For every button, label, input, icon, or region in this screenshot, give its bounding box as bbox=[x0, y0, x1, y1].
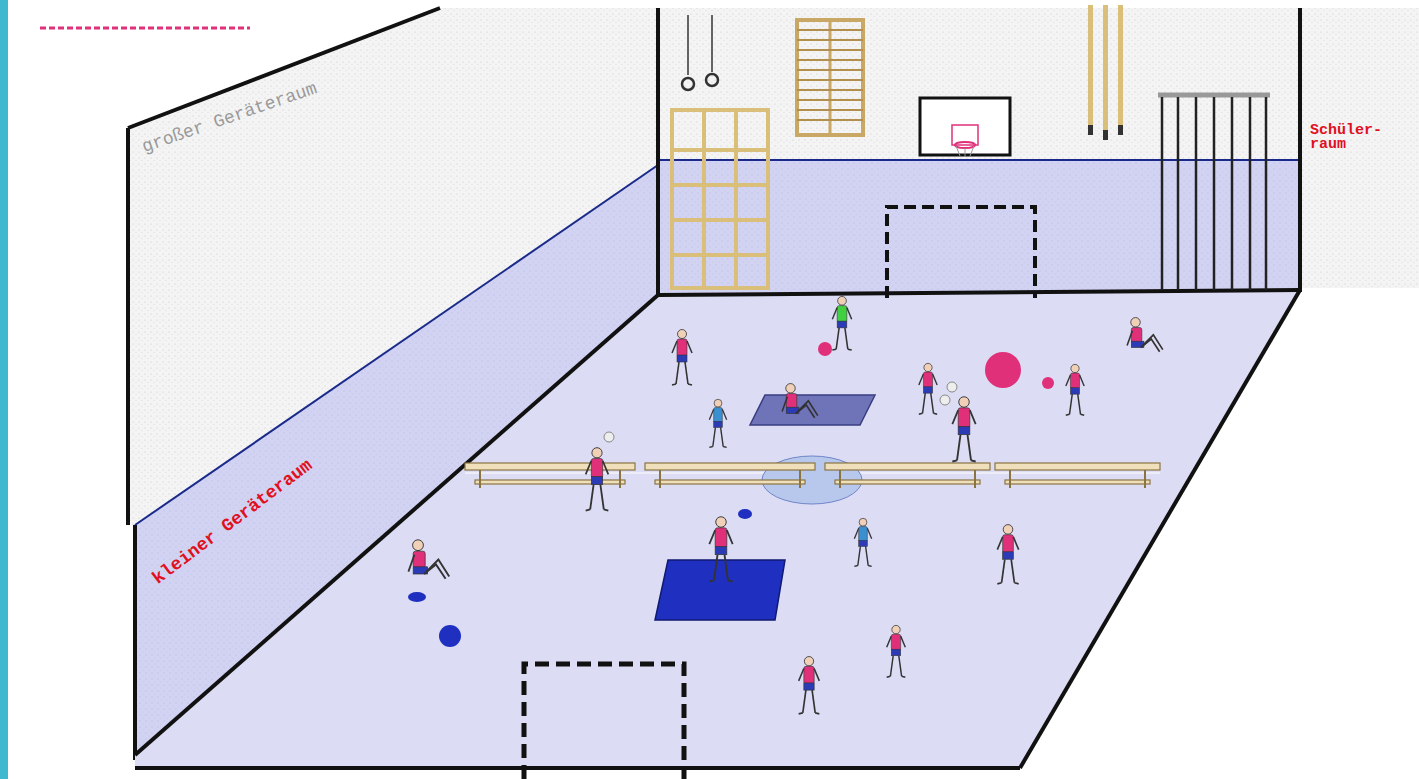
gym-benches bbox=[465, 463, 635, 470]
gym-benches bbox=[655, 480, 805, 484]
climbing-frame bbox=[734, 110, 738, 288]
wall-bars bbox=[829, 20, 832, 135]
climbing-frame bbox=[672, 150, 768, 255]
climbing-ropes bbox=[1088, 125, 1093, 135]
climbing-frame bbox=[672, 110, 768, 288]
gym-benches bbox=[645, 463, 815, 470]
basketball-hoop bbox=[920, 98, 1010, 155]
horizontal-bars bbox=[1231, 97, 1234, 290]
gym-benches bbox=[1005, 480, 1150, 484]
gym-balls bbox=[604, 432, 614, 442]
horizontal-bars bbox=[1158, 95, 1270, 290]
gym-balls bbox=[738, 509, 752, 519]
students bbox=[887, 625, 906, 677]
gym-benches bbox=[480, 470, 1145, 488]
room-label: Schüler- raum bbox=[1310, 124, 1390, 152]
gym-rings bbox=[687, 15, 689, 75]
students bbox=[1127, 318, 1163, 352]
students bbox=[799, 657, 820, 714]
students bbox=[832, 296, 851, 350]
gym-balls bbox=[439, 625, 461, 647]
gym-benches bbox=[995, 463, 1160, 470]
climbing-ropes bbox=[1088, 5, 1123, 140]
left-wall bbox=[126, 128, 130, 525]
horizontal-bars bbox=[1213, 97, 1216, 290]
students bbox=[586, 448, 609, 511]
gym-balls bbox=[408, 342, 1054, 647]
climbing-ropes bbox=[1103, 5, 1108, 140]
students bbox=[997, 525, 1018, 584]
students bbox=[408, 296, 1162, 713]
gym-floor bbox=[1020, 290, 1300, 768]
gym-balls bbox=[985, 352, 1021, 388]
climbing-ropes bbox=[1118, 125, 1123, 135]
gym-mats bbox=[655, 560, 785, 620]
horizontal-bars bbox=[1265, 97, 1268, 290]
front-goal bbox=[524, 664, 684, 779]
students bbox=[709, 517, 732, 582]
gym-floor bbox=[658, 290, 1300, 295]
gym-floor bbox=[135, 290, 1300, 768]
gym-balls bbox=[408, 592, 426, 602]
horizontal-bars bbox=[1161, 97, 1164, 290]
wall-bars bbox=[797, 30, 863, 120]
left-wall bbox=[128, 8, 440, 128]
back-wall bbox=[656, 8, 660, 295]
climbing-ropes bbox=[1118, 5, 1123, 135]
back-wall bbox=[1298, 8, 1302, 292]
horizontal-bars bbox=[1195, 97, 1198, 290]
climbing-ropes bbox=[1088, 5, 1093, 135]
students bbox=[709, 399, 726, 447]
basketball-hoop bbox=[955, 142, 975, 148]
back-goal bbox=[887, 207, 1035, 298]
wall-bars bbox=[797, 20, 863, 135]
horizontal-bars bbox=[1249, 97, 1252, 290]
students bbox=[408, 540, 449, 579]
gym-balls bbox=[818, 342, 832, 356]
gym-floor bbox=[135, 295, 658, 755]
wall-bars bbox=[797, 20, 863, 135]
students bbox=[854, 518, 871, 566]
gym-floor bbox=[135, 290, 1300, 768]
gym-mats bbox=[750, 395, 875, 425]
gym-benches bbox=[835, 480, 980, 484]
horizontal-bars bbox=[1158, 93, 1270, 98]
back-wall bbox=[658, 8, 1419, 295]
back-wall bbox=[658, 160, 1300, 295]
basketball-hoop bbox=[956, 146, 974, 157]
page-accent bbox=[0, 0, 8, 779]
gym-benches bbox=[465, 463, 1160, 488]
left-wall bbox=[133, 525, 137, 760]
gym-balls bbox=[940, 395, 950, 405]
students bbox=[1066, 364, 1084, 415]
horizontal-bars bbox=[1177, 97, 1180, 290]
gym-mats bbox=[655, 395, 875, 620]
back-wall bbox=[658, 159, 1300, 161]
back-goal bbox=[887, 207, 1035, 298]
gym-rings bbox=[706, 74, 718, 86]
gym-benches bbox=[825, 463, 990, 470]
page-accent bbox=[40, 27, 250, 30]
back-wall bbox=[1302, 8, 1419, 288]
climbing-frame bbox=[702, 110, 706, 288]
gym-rings bbox=[682, 78, 694, 90]
front-goal bbox=[524, 664, 684, 779]
students bbox=[919, 363, 937, 414]
students bbox=[952, 397, 975, 462]
students bbox=[672, 330, 692, 386]
gym-rings bbox=[711, 15, 713, 72]
gym-balls bbox=[947, 382, 957, 392]
gym-rings bbox=[682, 15, 718, 90]
gym-balls bbox=[1042, 377, 1054, 389]
climbing-frame bbox=[672, 110, 768, 288]
basketball-hoop bbox=[920, 98, 1010, 157]
students bbox=[782, 384, 818, 418]
gym-floor bbox=[135, 766, 1020, 770]
climbing-ropes bbox=[1103, 130, 1108, 140]
back-wall bbox=[658, 8, 1300, 160]
